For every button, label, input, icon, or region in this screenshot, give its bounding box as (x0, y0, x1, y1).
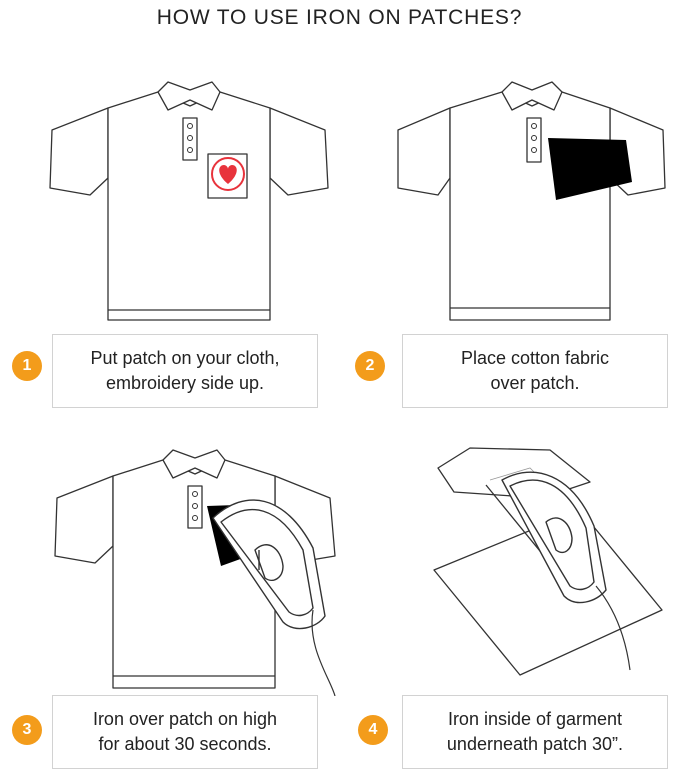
step-4-badge: 4 (358, 715, 388, 745)
step-2-caption: Place cotton fabric over patch. (402, 334, 668, 408)
step-1-badge: 1 (12, 351, 42, 381)
step-2-text: Place cotton fabric over patch. (460, 348, 610, 393)
iron-on-inside-garment-icon (433, 447, 663, 676)
polo-shirt-with-cotton-fabric-icon (397, 81, 666, 321)
page-title: HOW TO USE IRON ON PATCHES? (156, 6, 523, 29)
step-3-badge: 3 (12, 715, 42, 745)
step-2-badge: 2 (355, 351, 385, 381)
iron-on-polo-shirt-icon (54, 449, 336, 696)
step-4-caption: Iron inside of garment underneath patch … (402, 695, 668, 769)
step-1-caption: Put patch on your cloth, embroidery side… (52, 334, 318, 408)
step-4-text: Iron inside of garment underneath patch … (446, 709, 624, 754)
step-1-text: Put patch on your cloth, embroidery side… (90, 348, 280, 393)
step-3-caption: Iron over patch on high for about 30 sec… (52, 695, 318, 769)
step-3-text: Iron over patch on high for about 30 sec… (92, 709, 278, 754)
polo-shirt-with-heart-patch-icon (49, 81, 329, 321)
